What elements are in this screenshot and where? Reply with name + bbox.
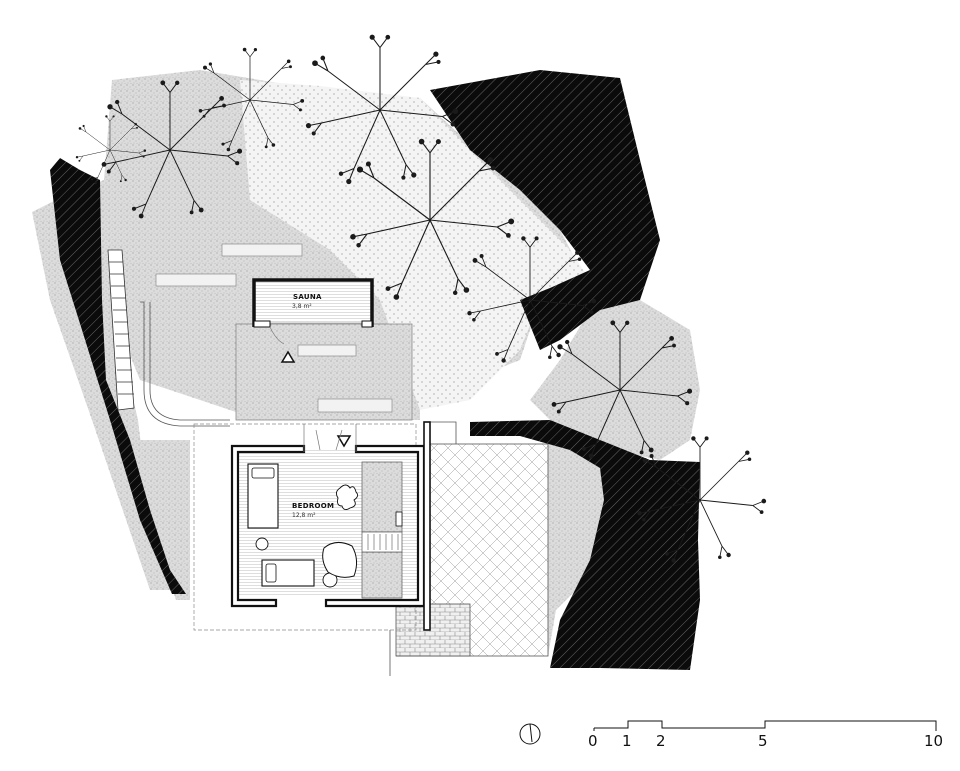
- stool-1: [255, 537, 269, 551]
- stairs-west: [107, 249, 135, 411]
- rock-southeast: [470, 420, 700, 670]
- scale-label-5: 5: [758, 732, 768, 750]
- scale-label-2: 2: [656, 732, 666, 750]
- sauna-room: SAUNA 3,8 m²: [252, 278, 374, 345]
- bathroom-step-lines: [367, 534, 399, 550]
- bench-deck-1: [297, 344, 357, 357]
- entrance-triangle-icon-2: [336, 435, 352, 448]
- terrain-gravel-south: [140, 440, 190, 600]
- brick-steps: [395, 603, 471, 657]
- bathroom-tiles: [361, 461, 403, 533]
- terrace-edge: [430, 421, 457, 444]
- north-arrow-icon: [519, 723, 541, 745]
- sauna-wall: [252, 278, 374, 327]
- entrance-triangle-icon: [280, 350, 296, 363]
- path-curve-inner: [149, 302, 230, 421]
- sauna-label: SAUNA: [293, 293, 322, 301]
- bathroom-tiles-lower: [361, 551, 403, 599]
- sauna-wall-stub-right: [361, 320, 373, 328]
- bedroom-area: 12,8 m²: [292, 512, 316, 519]
- terrain-gravel-between: [520, 430, 610, 656]
- scale-label-1: 1: [622, 732, 632, 750]
- bedroom-pillar: [423, 421, 431, 631]
- deck-layer: [155, 243, 413, 421]
- terrace-step-lines: [389, 630, 430, 676]
- sauna-area: 3,8 m²: [292, 303, 312, 310]
- bench-upper-1: [221, 243, 303, 257]
- scale-label-0: 0: [588, 732, 598, 750]
- scale-bar: [593, 720, 937, 731]
- plant: [335, 484, 359, 511]
- scale-label-10: 10: [924, 732, 943, 750]
- bedroom-room: BEDROOM 12,8 m²: [193, 421, 431, 631]
- bench-deck-2: [317, 398, 393, 413]
- terrace: [389, 421, 549, 676]
- path-curve: [140, 301, 230, 427]
- armchair: [322, 542, 358, 578]
- terrain-gravel-east: [530, 300, 700, 460]
- sauna-door-swing: [269, 326, 285, 345]
- rock-northeast: [430, 70, 660, 350]
- sink: [395, 511, 403, 527]
- bed-pillow: [251, 467, 275, 479]
- bedroom-label: BEDROOM: [292, 502, 334, 510]
- bench-upper-2: [155, 273, 237, 287]
- terrain-dotted-north: [240, 80, 590, 410]
- rock-west: [50, 158, 186, 594]
- sauna-wall-stub-left: [253, 320, 271, 328]
- rock-layer: [50, 70, 700, 670]
- bedroom-door: [303, 424, 357, 452]
- bed-lower-pillow: [265, 563, 277, 583]
- sauna-floor: [254, 280, 372, 324]
